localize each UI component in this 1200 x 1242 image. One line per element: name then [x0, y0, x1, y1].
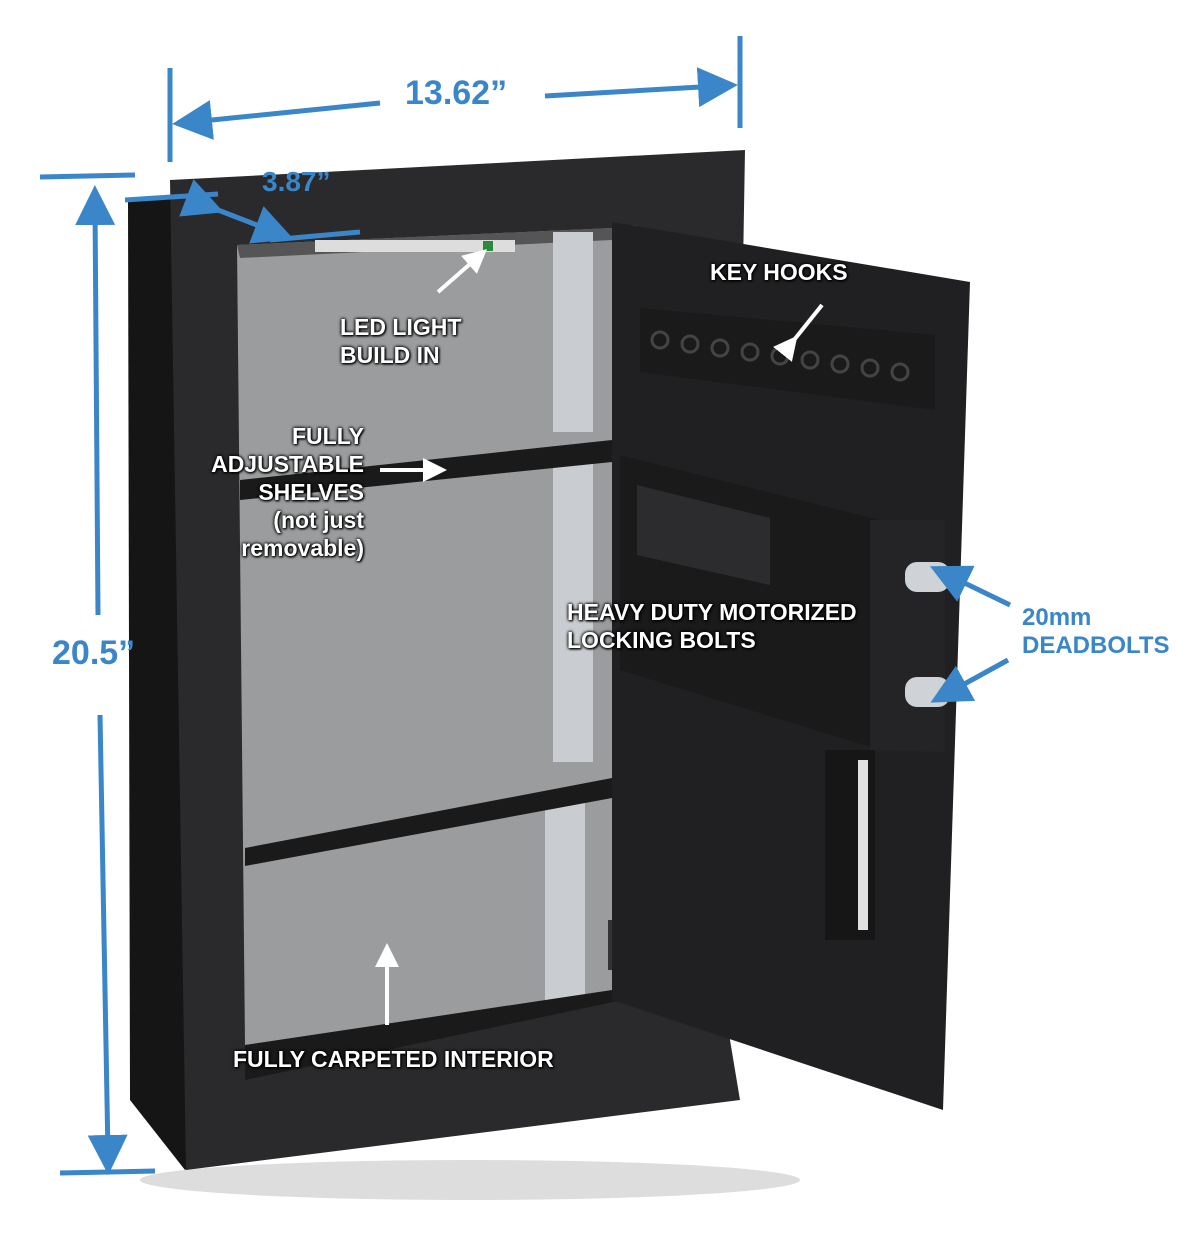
deadbolt: [905, 677, 950, 707]
callout-line: removable): [241, 535, 364, 561]
shelf-rail: [545, 800, 585, 1000]
callout-arrows: [375, 249, 824, 1025]
shelves-callout: FULLY ADJUSTABLE SHELVES (not just remov…: [190, 422, 364, 562]
callout-line: BUILD IN: [340, 342, 440, 368]
callout-line: (not just: [273, 507, 364, 533]
shadow: [140, 1160, 800, 1200]
callout-line: FULLY: [292, 423, 364, 449]
shelf: [245, 778, 612, 866]
height-dimension: 20.5”: [52, 634, 136, 672]
shelf-rail: [553, 462, 593, 762]
callout-line: ADJUSTABLE: [211, 451, 364, 477]
shelf-rail: [553, 232, 593, 432]
callout-line: 20mm: [1022, 604, 1092, 631]
callout-line: LED LIGHT: [340, 314, 462, 340]
dimension-lines: [39, 36, 1012, 1176]
battery-cover: [637, 485, 770, 585]
locking-bolts-callout: HEAVY DUTY MOTORIZED LOCKING BOLTS: [567, 598, 857, 654]
deadbolts-callout: 20mm DEADBOLTS: [1022, 604, 1170, 660]
led-light: [315, 240, 515, 252]
carpeted-interior-callout: FULLY CARPETED INTERIOR: [233, 1046, 554, 1072]
led-light-callout: LED LIGHT BUILD IN: [340, 313, 461, 369]
callout-line: DEADBOLTS: [1022, 632, 1170, 659]
callout-line: LOCKING BOLTS: [567, 627, 756, 653]
key-hooks-callout: KEY HOOKS: [710, 259, 848, 285]
deadbolt: [905, 562, 950, 592]
depth-dimension: 3.87”: [262, 166, 331, 197]
key-hooks: [650, 330, 910, 382]
callout-line: HEAVY DUTY MOTORIZED: [567, 599, 857, 625]
width-dimension: 13.62”: [405, 74, 508, 112]
callout-line: SHELVES: [258, 479, 364, 505]
